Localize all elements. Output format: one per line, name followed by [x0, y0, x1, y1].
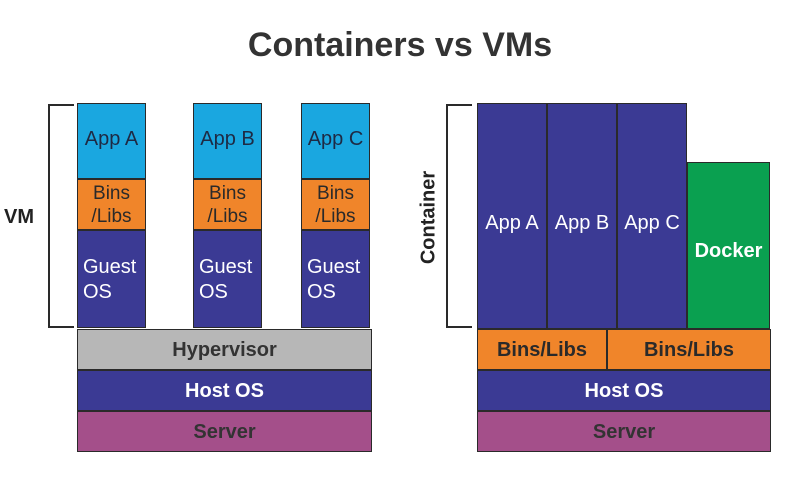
vm-bins-a: Bins /Libs	[77, 179, 146, 230]
vm-label: VM	[4, 206, 34, 228]
container-host-os: Host OS	[477, 370, 771, 411]
vm-guest-os-b: Guest OS	[193, 230, 262, 328]
vm-app-b: App B	[193, 103, 262, 179]
vm-guest-os-b-label: Guest OS	[199, 256, 253, 303]
vm-host-os: Host OS	[77, 370, 372, 411]
container-bins-right: Bins/Libs	[607, 329, 771, 370]
vm-app-c: App C	[301, 103, 370, 179]
vm-server: Server	[77, 411, 372, 452]
vm-bracket	[48, 104, 74, 328]
container-server: Server	[477, 411, 771, 452]
vm-app-a: App A	[77, 103, 146, 179]
vm-bins-b-label: Bins /Libs	[207, 183, 248, 227]
vm-hypervisor: Hypervisor	[77, 329, 372, 370]
vm-guest-os-c-label: Guest OS	[307, 256, 361, 303]
vm-bins-a-label: Bins /Libs	[91, 183, 132, 227]
container-bins-left: Bins/Libs	[477, 329, 607, 370]
vm-guest-os-a: Guest OS	[77, 230, 146, 328]
container-docker: Docker	[687, 162, 770, 329]
container-app-b: App B	[547, 103, 617, 329]
vm-guest-os-a-label: Guest OS	[83, 256, 137, 303]
container-label: Container	[417, 170, 440, 265]
vm-bins-c-label: Bins /Libs	[315, 183, 356, 227]
container-bracket	[446, 104, 472, 328]
page-title: Containers vs VMs	[247, 26, 553, 64]
vm-guest-os-c: Guest OS	[301, 230, 370, 328]
container-app-c: App C	[617, 103, 687, 329]
vm-bins-c: Bins /Libs	[301, 179, 370, 230]
container-app-a: App A	[477, 103, 547, 329]
vm-bins-b: Bins /Libs	[193, 179, 262, 230]
